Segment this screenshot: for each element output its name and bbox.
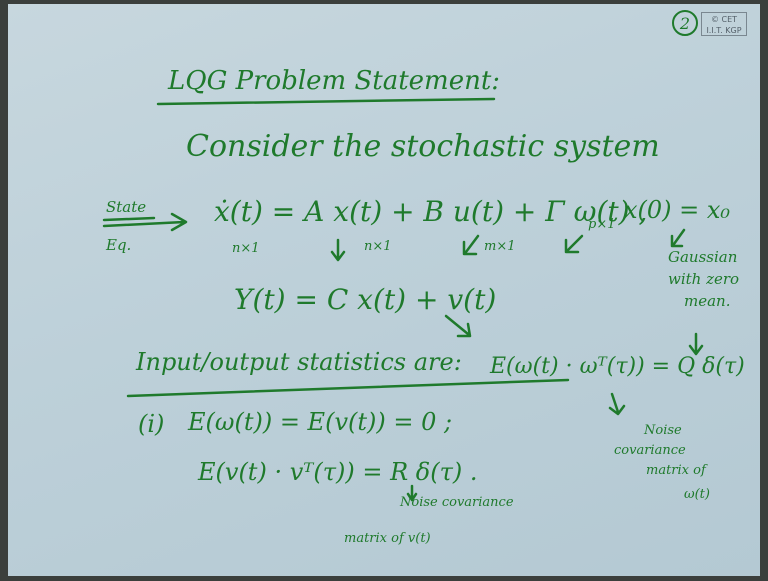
q-note-1: Noise (644, 423, 682, 438)
r-note-2: matrix of v(t) (344, 531, 431, 546)
dim-x: n×1 (364, 239, 392, 254)
ink-strokes (102, 97, 704, 502)
cet-stamp: © CET I.I.T. KGP (701, 12, 747, 36)
arrow-x0 (670, 228, 686, 248)
page-number: 2 (672, 10, 698, 36)
q-note-3: matrix of (646, 463, 706, 478)
arrow-under-gamma (564, 234, 584, 254)
page-title: LQG Problem Statement: (168, 66, 501, 96)
arrow-under-b (462, 234, 480, 256)
arrow-under-a (330, 238, 346, 262)
state-arrow (102, 212, 188, 232)
item-number: (i) (138, 410, 165, 438)
q-note-4: ω(t) (684, 487, 710, 502)
intro-line: Consider the stochastic system (186, 129, 660, 164)
output-equation: Y(t) = C x(t) + v(t) (234, 283, 497, 316)
dim-u: m×1 (484, 239, 516, 254)
gaussian-note-2: with zero (668, 270, 740, 288)
initial-condition: x(0) = x₀ (624, 196, 731, 224)
gaussian-note-1: Gaussian (668, 248, 738, 266)
state-label-1: State (106, 198, 147, 216)
arrow-v (444, 314, 472, 338)
mean-equation: E(ω(t)) = E(v(t)) = 0 ; (188, 408, 453, 436)
statistics-underline (126, 378, 570, 398)
arrow-q (608, 392, 626, 416)
v-covariance-equation: E(v(t) · vᵀ(τ)) = R δ(τ) . (198, 458, 478, 486)
r-note-1: Noise covariance (400, 495, 514, 510)
dim-w: p×1 (588, 217, 616, 232)
state-label-2: Eq. (106, 236, 132, 254)
dim-x-dot: n×1 (232, 241, 260, 256)
whiteboard: 2 © CET I.I.T. KGP LQG Problem Statement… (8, 4, 760, 576)
state-label-underline (102, 216, 156, 222)
stamp-line-1: © CET (710, 15, 738, 24)
title-underline (156, 97, 496, 106)
stamp-line-2: I.I.T. KGP (706, 26, 742, 35)
gaussian-note-3: mean. (684, 292, 731, 310)
arrow-delta (688, 332, 704, 356)
arrow-r (406, 484, 418, 502)
statistics-heading: Input/output statistics are: (136, 348, 462, 376)
state-equation: ẋ(t) = A x(t) + B u(t) + Γ ω(t) , (214, 195, 648, 228)
q-note-2: covariance (614, 443, 686, 458)
w-covariance-equation: E(ω(t) · ωᵀ(τ)) = Q δ(τ) (490, 354, 745, 379)
